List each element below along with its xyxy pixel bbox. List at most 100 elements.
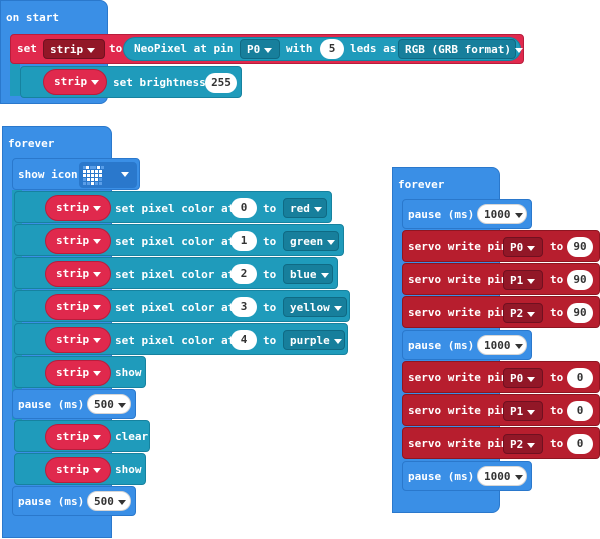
pause-duration-dropdown[interactable]: 500 [87, 394, 131, 414]
neopixel-label: NeoPixel at pin [134, 42, 234, 55]
pause-duration-dropdown[interactable]: 1000 [477, 466, 527, 486]
set-pixel-color-block-4[interactable]: strip set pixel color at 4 to purple [14, 323, 348, 355]
servo-write-block-p1-90[interactable]: servo write pin P1 to 90 [402, 263, 600, 295]
servo-angle-input[interactable]: 0 [567, 401, 593, 421]
servo-write-label: servo write pin [408, 273, 508, 286]
chevron-down-icon [327, 239, 336, 245]
color-dropdown[interactable]: green [283, 231, 339, 251]
servo-pin-dropdown[interactable]: P1 [503, 401, 543, 421]
pause-duration-dropdown[interactable]: 1000 [477, 204, 527, 224]
show-label: show [115, 463, 142, 476]
strip-variable-pill[interactable]: strip [43, 69, 107, 95]
pixel-index-input[interactable]: 4 [231, 330, 257, 350]
color-dropdown[interactable]: red [283, 198, 327, 218]
to-label: to [550, 306, 564, 319]
servo-angle-input[interactable]: 0 [567, 368, 593, 388]
to-label: to [550, 437, 564, 450]
chevron-down-icon [527, 311, 536, 317]
pause-duration-dropdown[interactable]: 1000 [477, 335, 527, 355]
pixel-index-input[interactable]: 0 [231, 198, 257, 218]
strip-variable-pill[interactable]: strip [45, 195, 111, 221]
set-pixel-color-label: set pixel color at [115, 334, 235, 347]
strip-variable-pill[interactable]: strip [45, 261, 111, 287]
servo-write-label: servo write pin [408, 371, 508, 384]
chevron-down-icon [264, 47, 273, 53]
show-icon-block[interactable]: show icon [12, 158, 140, 190]
strip-variable-pill[interactable]: strip [45, 327, 111, 353]
led-count-input[interactable]: 5 [320, 39, 344, 59]
chevron-down-icon [93, 271, 102, 277]
chevron-down-icon [333, 338, 342, 344]
pause-block-r2[interactable]: pause (ms) 1000 [402, 330, 532, 360]
strip-show-block-1[interactable]: strip show [14, 356, 146, 388]
servo-angle-input[interactable]: 0 [567, 434, 593, 454]
servo-pin-dropdown[interactable]: P0 [503, 368, 543, 388]
pause-duration-dropdown[interactable]: 500 [87, 491, 131, 511]
pause-label: pause (ms) [408, 208, 475, 221]
servo-write-block-p0-0[interactable]: servo write pin P0 to 0 [402, 361, 600, 393]
leds-as-label: leds as [350, 42, 397, 55]
to-label: to [263, 334, 277, 347]
pause-block-1[interactable]: pause (ms) 500 [12, 389, 136, 419]
strip-clear-block[interactable]: strip clear [14, 420, 150, 452]
icon-dropdown[interactable] [79, 162, 137, 188]
servo-write-block-p1-0[interactable]: servo write pin P1 to 0 [402, 394, 600, 426]
pixel-index-input[interactable]: 3 [231, 297, 257, 317]
set-pixel-color-block-2[interactable]: strip set pixel color at 2 to blue [14, 257, 338, 289]
color-dropdown[interactable]: blue [283, 264, 333, 284]
servo-write-label: servo write pin [408, 404, 508, 417]
set-brightness-block[interactable]: strip set brightness 255 [20, 66, 242, 98]
heart-icon [83, 166, 104, 185]
chevron-down-icon [527, 245, 536, 251]
servo-angle-input[interactable]: 90 [567, 237, 593, 257]
pixel-index-input[interactable]: 2 [231, 264, 257, 284]
pause-label: pause (ms) [18, 495, 85, 508]
strip-variable-pill[interactable]: strip [45, 424, 111, 450]
set-strip-block[interactable]: set strip to NeoPixel at pin P0 with 5 l… [10, 34, 524, 64]
set-strip-block-body [10, 60, 20, 96]
strip-variable-pill[interactable]: strip [45, 457, 111, 483]
servo-write-block-p2-90[interactable]: servo write pin P2 to 90 [402, 296, 600, 328]
servo-pin-dropdown[interactable]: P0 [503, 237, 543, 257]
set-pixel-color-block-0[interactable]: strip set pixel color at 0 to red [14, 191, 332, 223]
to-label: to [263, 268, 277, 281]
neopixel-create-block[interactable]: NeoPixel at pin P0 with 5 leds as RGB (G… [123, 37, 523, 61]
servo-pin-dropdown[interactable]: P1 [503, 270, 543, 290]
to-label: to [263, 202, 277, 215]
color-dropdown[interactable]: purple [283, 330, 345, 350]
pause-block-r3[interactable]: pause (ms) 1000 [402, 461, 532, 491]
chevron-down-icon [514, 47, 523, 53]
chevron-down-icon [514, 212, 523, 218]
chevron-down-icon [313, 206, 322, 212]
servo-angle-input[interactable]: 90 [567, 303, 593, 323]
set-brightness-label: set brightness [113, 76, 206, 89]
servo-angle-input[interactable]: 90 [567, 270, 593, 290]
chevron-down-icon [117, 402, 126, 408]
set-pixel-color-label: set pixel color at [115, 235, 235, 248]
strip-variable-pill[interactable]: strip [45, 228, 111, 254]
set-pixel-color-block-3[interactable]: strip set pixel color at 3 to yellow [14, 290, 350, 322]
chevron-down-icon [93, 337, 102, 343]
to-label: to [263, 235, 277, 248]
brightness-input[interactable]: 255 [205, 73, 237, 93]
strip-show-block-2[interactable]: strip show [14, 453, 146, 485]
servo-pin-dropdown[interactable]: P2 [503, 434, 543, 454]
servo-pin-dropdown[interactable]: P2 [503, 303, 543, 323]
pause-label: pause (ms) [408, 470, 475, 483]
chevron-down-icon [87, 47, 96, 53]
pause-label: pause (ms) [408, 339, 475, 352]
strip-variable-pill[interactable]: strip [45, 294, 111, 320]
strip-variable-dropdown[interactable]: strip [43, 39, 105, 59]
strip-variable-pill[interactable]: strip [45, 360, 111, 386]
servo-write-block-p0-90[interactable]: servo write pin P0 to 90 [402, 230, 600, 262]
format-dropdown[interactable]: RGB (GRB format) [398, 39, 523, 59]
color-dropdown[interactable]: yellow [283, 297, 347, 317]
pause-block-2[interactable]: pause (ms) 500 [12, 486, 136, 516]
chevron-down-icon [527, 409, 536, 415]
pause-block-r1[interactable]: pause (ms) 1000 [402, 199, 532, 229]
set-pixel-color-block-1[interactable]: strip set pixel color at 1 to green [14, 224, 344, 256]
servo-write-block-p2-0[interactable]: servo write pin P2 to 0 [402, 427, 600, 459]
pin-dropdown[interactable]: P0 [240, 39, 280, 59]
chevron-down-icon [93, 304, 102, 310]
pixel-index-input[interactable]: 1 [231, 231, 257, 251]
